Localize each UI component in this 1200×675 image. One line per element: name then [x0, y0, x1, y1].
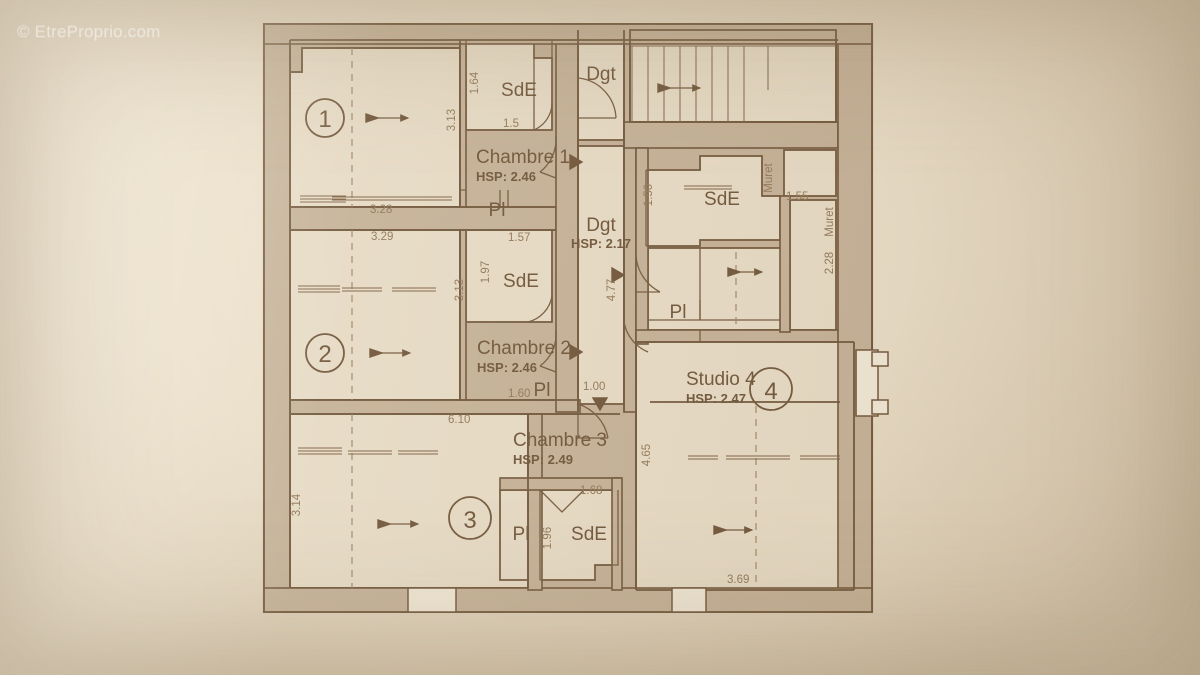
label-dgt-top: Dgt [586, 64, 616, 85]
watermark: © EtreProprio.com [17, 22, 161, 41]
room-floor-chambre1 [289, 47, 461, 208]
bay-window-right [855, 349, 889, 417]
dim-1-55: 1.55 [786, 191, 808, 203]
room-floor-chambre2 [289, 229, 461, 401]
label-studio4: Studio 4 [686, 369, 756, 390]
label-chambre3-hsp: HSP: 2.49 [513, 452, 573, 467]
facade-opening-right [671, 587, 707, 613]
dim-2-28: 2.28 [824, 252, 836, 274]
room-marker-2-label: 2 [318, 341, 331, 368]
room-floor-dgt-top [577, 29, 625, 141]
label-chambre1-hsp: HSP: 2.46 [476, 169, 536, 184]
dim-1-50: 1.50 [643, 184, 655, 206]
dim-4-65: 4.65 [641, 444, 653, 466]
dim-1-00: 1.00 [583, 381, 605, 393]
label-muret-2: Muret [824, 207, 836, 237]
dim-1-60: 1.60 [508, 388, 530, 400]
label-studio4-hsp: HSP: 2.47 [686, 391, 746, 406]
label-sde-3: SdE [571, 524, 607, 545]
label-dgt-central-hsp: HSP: 2.17 [571, 236, 631, 251]
dim-3-69: 3.69 [727, 574, 749, 586]
dim-6-10: 6.10 [448, 414, 470, 426]
room-floor-closet-topright [783, 149, 837, 197]
label-muret-1: Muret [763, 163, 775, 193]
dim-3-14: 3.14 [291, 493, 303, 516]
room-marker-1-label: 1 [318, 106, 331, 133]
dim-1-57: 1.57 [508, 232, 530, 244]
label-pl-1: Pl [489, 200, 506, 221]
dim-3-29: 3.29 [371, 231, 393, 243]
label-chambre1: Chambre 1 [476, 147, 570, 168]
label-chambre2: Chambre 2 [477, 338, 571, 359]
dim-1-96: 1.96 [542, 527, 554, 549]
label-chambre3: Chambre 3 [513, 430, 607, 451]
dim-1-68: 1.68 [580, 485, 602, 497]
dim-4-77: 4.77 [606, 279, 618, 301]
room-marker-4-label: 4 [764, 378, 777, 405]
dim-3-28: 3.28 [370, 204, 392, 216]
dim-1-97: 1.97 [480, 261, 492, 283]
dim-1-5: 1.5 [503, 118, 519, 130]
label-pl-4: Pl [670, 302, 687, 323]
label-pl-2: Pl [534, 380, 551, 401]
label-pl-3: Pl [513, 524, 530, 545]
facade-opening-left [407, 587, 457, 613]
dim-3-13-a: 3.13 [446, 109, 458, 131]
room-marker-3-label: 3 [463, 507, 476, 534]
label-sde-1: SdE [501, 80, 537, 101]
label-sde-4: SdE [704, 189, 740, 210]
label-chambre2-hsp: HSP: 2.46 [477, 360, 537, 375]
label-dgt-central: Dgt [586, 215, 616, 236]
room-floor-chambre3 [289, 413, 529, 589]
dim-1-64: 1.64 [469, 71, 481, 94]
label-sde-2: SdE [503, 271, 539, 292]
dim-3-13-b: 3.13 [454, 279, 466, 301]
